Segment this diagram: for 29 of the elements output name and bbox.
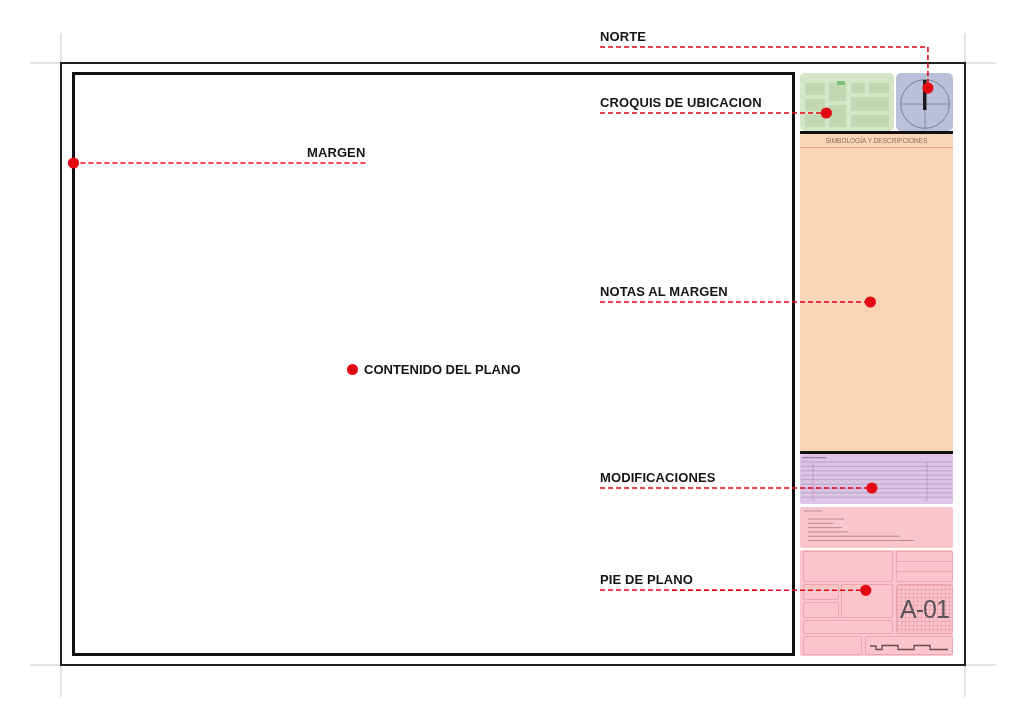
form-cell: [803, 620, 893, 634]
drawing-frame: [72, 72, 795, 656]
form-cell: [803, 551, 893, 582]
callout-label: NORTE: [600, 29, 646, 47]
sheet-number-cell: [896, 584, 953, 634]
form-cell: [896, 551, 953, 582]
location-map-panel: [800, 73, 894, 131]
leader-line: [599, 482, 878, 494]
title-block-panel: [800, 550, 953, 656]
leader-line: [599, 46, 934, 94]
north-panel: [896, 73, 953, 131]
form-cell: [803, 636, 862, 655]
leader-line: [599, 296, 876, 308]
form-cell: [803, 584, 839, 600]
form-cell: [865, 636, 953, 655]
form-cell: [803, 602, 839, 618]
form-cell: [841, 584, 893, 618]
callout-label: MARGEN: [307, 145, 366, 163]
general-notes-panel: [800, 507, 953, 548]
leader-line: [599, 107, 832, 119]
leader-line: [67, 157, 367, 169]
callout-label: PIE DE PLANO: [600, 572, 693, 590]
callout-label: NOTAS AL MARGEN: [600, 284, 728, 302]
notes-panel: [800, 134, 953, 451]
callout-label: CROQUIS DE UBICACION: [600, 95, 762, 113]
sheet-number: A-01: [900, 595, 949, 623]
leader-line: [599, 584, 872, 596]
frame-caption: CONTENIDO DEL PLANO: [364, 362, 521, 377]
callout-label: MODIFICACIONES: [600, 470, 716, 488]
